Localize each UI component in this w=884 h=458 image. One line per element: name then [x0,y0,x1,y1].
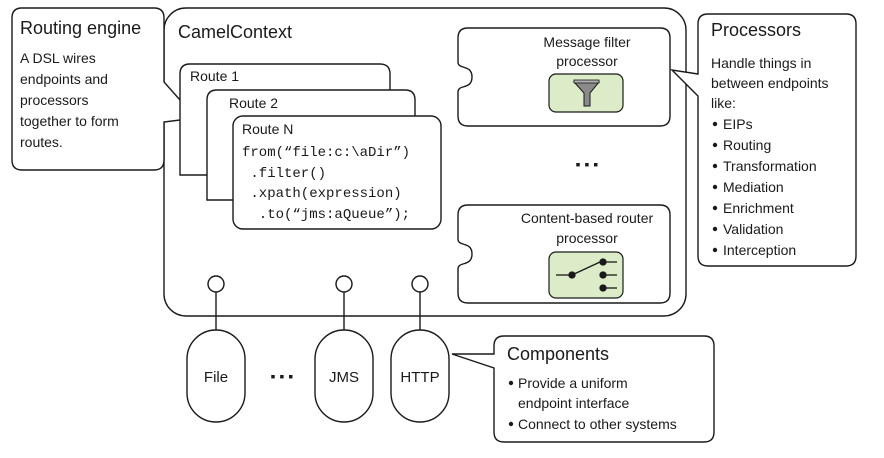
components-item: Provide a uniform [518,375,628,391]
jms-component [314,329,374,423]
routing-engine-line: routes. [20,134,63,150]
components-title: Components [507,344,609,364]
processors-item: Validation [723,221,783,237]
route-code-line: from(“file:c:\aDir”) [242,145,410,161]
route-2-title: Route 2 [229,95,278,111]
bullet [712,247,718,253]
routing-engine-line: processors [20,92,88,108]
bullet [712,142,718,148]
bullet [508,380,514,386]
message-filter-label: processor [556,53,618,69]
jms-component-label: JMS [329,369,359,386]
file-component-label: File [204,369,228,386]
processors-callout [669,13,857,267]
http-component [390,329,450,423]
bullet [712,163,718,169]
routing-engine-title: Routing engine [20,18,141,38]
bullet [712,205,718,211]
content-router-label: processor [556,230,618,246]
components-ellipsis: ▪ ▪ ▪ [271,368,294,384]
camel-context-title: CamelContext [178,22,292,42]
content-router-label: Content-based router [521,210,654,226]
route-code-line: .filter() [242,166,326,182]
processors-item: Routing [723,137,771,153]
processors-item: Interception [723,242,796,258]
http-component-label: HTTP [400,369,439,386]
processors-ellipsis: ▪ ▪ ▪ [576,156,599,172]
bullet [712,184,718,190]
routing-engine-line: together to form [20,113,119,129]
message-filter-label: Message filter [543,34,630,50]
routing-engine-line: endpoints and [20,71,108,87]
processors-item: Transformation [723,158,817,174]
bullet [712,121,718,127]
endpoint-connectors [207,275,429,332]
components-item: endpoint interface [518,395,630,411]
routing-engine-callout [11,7,198,171]
route-1-title: Route 1 [190,68,239,84]
components-item: Connect to other systems [518,416,677,432]
processors-intro: like: [711,95,736,111]
bullet [508,421,514,427]
bullet [712,226,718,232]
file-component [186,329,246,423]
processors-item: EIPs [723,116,753,132]
processors-item: Enrichment [723,200,794,216]
route-n-card [232,115,442,230]
processors-intro: Handle things in [711,55,811,71]
components-callout [451,335,715,443]
route-n-title: Route N [242,121,293,137]
route-code-line: .to(“jms:aQueue”); [242,207,410,223]
processors-intro: between endpoints [711,75,829,91]
processors-list: EIPs Routing Transformation Mediation En… [712,116,817,258]
route-code-line: .xpath(expression) [242,186,402,202]
switch-router-icon [556,258,617,292]
routing-engine-line: A DSL wires [20,50,96,66]
processors-title: Processors [711,20,801,40]
processors-item: Mediation [723,179,784,195]
funnel-icon [572,79,601,107]
